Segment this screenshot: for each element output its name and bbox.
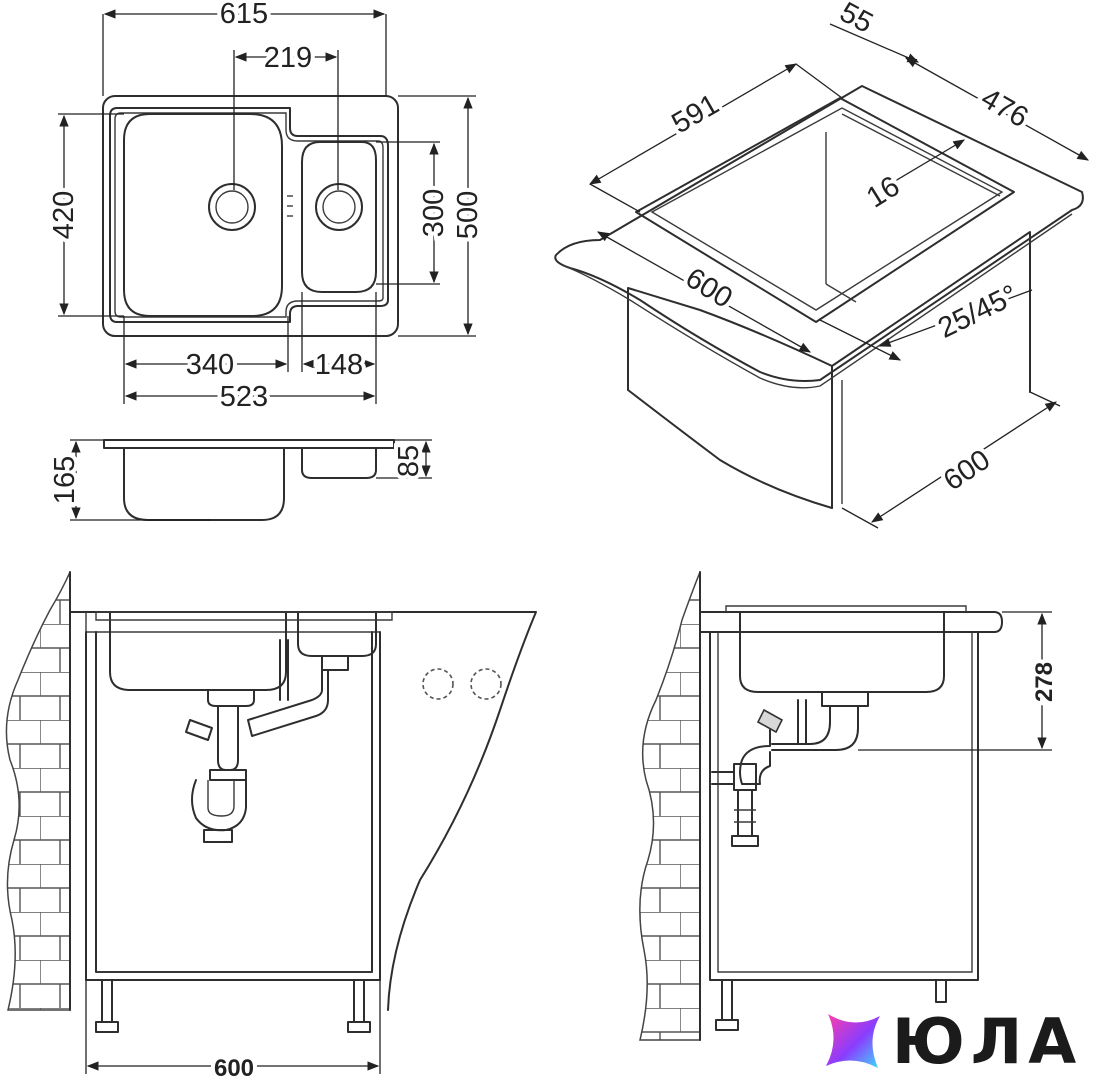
dim-340: 340 [186, 349, 234, 381]
small-bowl-side [301, 447, 377, 479]
dim-165: 165 [49, 456, 81, 504]
dim-500: 500 [452, 191, 484, 239]
dim-219: 219 [264, 42, 312, 74]
side-view: 165 85 [45, 439, 432, 521]
siphon-section [711, 691, 869, 847]
cabinet-legs-section [715, 979, 947, 1031]
dim-16: 16 [861, 170, 905, 214]
dim-615: 615 [220, 0, 268, 30]
brick-wall-front [5, 571, 71, 1011]
dim-85: 85 [393, 445, 425, 477]
yula-logo-text: ЮЛА [892, 1005, 1083, 1078]
top-view: 615 219 500 420 300 340 148 [44, 0, 488, 417]
cabinet-body [627, 287, 833, 509]
yula-logo-mark [826, 1014, 880, 1068]
sink-outline-top [102, 95, 399, 337]
top-dimensions: 615 219 500 420 300 340 148 [44, 0, 488, 417]
main-bowl-side [123, 447, 285, 521]
brick-wall-section [639, 571, 701, 1041]
worktop-section [699, 611, 1003, 633]
cabinet-legs-front [95, 979, 371, 1033]
dim-600-cabinet: 600 [938, 444, 996, 498]
dim-278: 278 [1031, 662, 1058, 702]
dim-591: 591 [667, 88, 725, 140]
iso-view: 591 55 476 16 600 25/45° 600 [554, 0, 1090, 529]
front-view: 600 [5, 571, 537, 1081]
dim-476: 476 [976, 82, 1034, 134]
yula-logo: ЮЛА [820, 1008, 1090, 1076]
siphon-front [185, 639, 349, 843]
main-bowl-front [109, 611, 287, 691]
small-bowl [301, 141, 377, 293]
small-bowl-front [297, 611, 377, 657]
section-view: 278 [639, 571, 1062, 1041]
main-bowl [123, 113, 283, 317]
dim-523: 523 [220, 381, 268, 413]
dim-420: 420 [48, 191, 80, 239]
bowl-section [739, 611, 945, 693]
dim-600-front: 600 [214, 1055, 254, 1081]
small-drain [315, 183, 363, 231]
worktop [554, 85, 1084, 382]
main-drain [208, 183, 256, 231]
worktop-front [69, 611, 537, 1011]
dim-300: 300 [418, 189, 450, 237]
dim-148: 148 [315, 349, 363, 381]
dim-55: 55 [834, 0, 878, 40]
